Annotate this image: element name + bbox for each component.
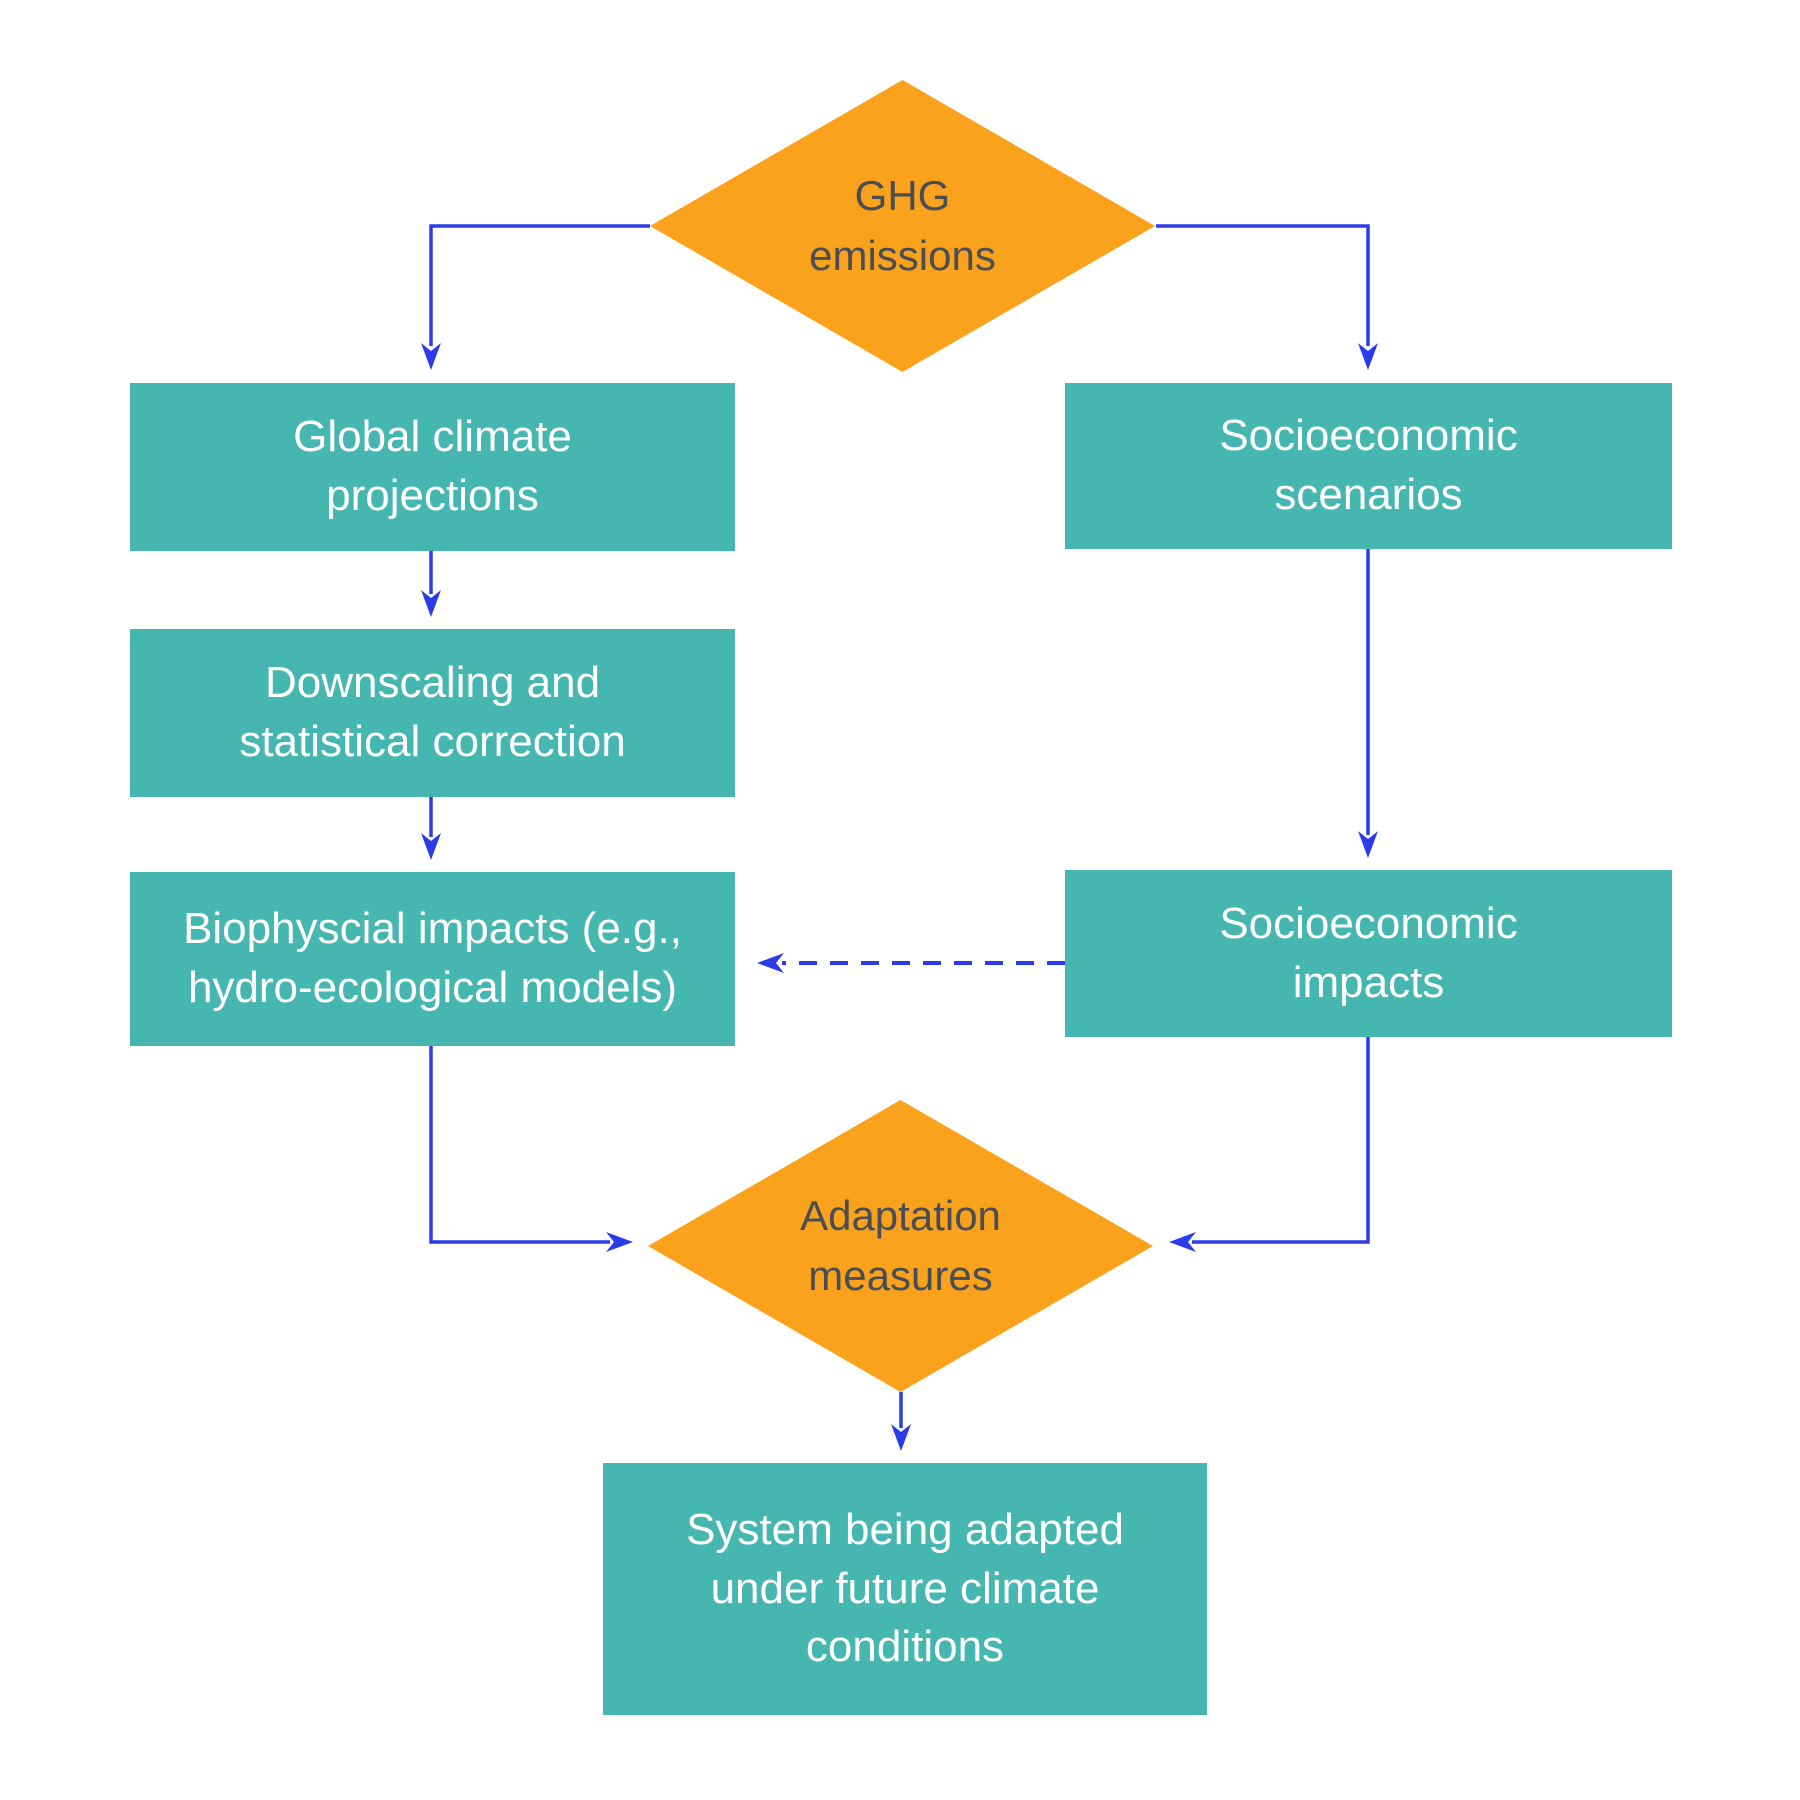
process-global-climate-projections-label: Global climate projections xyxy=(293,412,572,520)
connector-ghg-to-scenarios xyxy=(1156,224,1370,346)
arrowhead-scenarios-to-impacts xyxy=(1358,831,1378,858)
connector-ghg-to-global xyxy=(429,224,650,346)
arrowhead-ghg-to-global xyxy=(421,343,441,370)
arrowhead-biophysical-to-adaptation xyxy=(606,1232,633,1252)
process-global-climate-projections: Global climate projections xyxy=(130,383,735,551)
decision-adaptation-measures-label: Adaptation measures xyxy=(800,1192,1001,1299)
arrowhead-adaptation-to-system xyxy=(891,1424,911,1451)
process-biophysical-impacts: Biophyscial impacts (e.g., hydro-ecologi… xyxy=(130,872,735,1046)
process-downscaling-statistical-correction: Downscaling and statistical correction xyxy=(130,629,735,797)
process-socioeconomic-impacts-label: Socioeconomic impacts xyxy=(1219,898,1518,1007)
process-socioeconomic-scenarios-label: Socioeconomic scenarios xyxy=(1219,411,1518,519)
process-socioeconomic-scenarios: Socioeconomic scenarios xyxy=(1065,383,1672,549)
process-system-being-adapted-label: System being adapted under future climat… xyxy=(686,1504,1124,1672)
arrowhead-downscaling-to-biophysical xyxy=(421,833,441,860)
decision-ghg-emissions-label: GHG emissions xyxy=(809,172,996,279)
process-biophysical-impacts-label: Biophyscial impacts (e.g., hydro-ecologi… xyxy=(183,904,682,1012)
process-socioeconomic-impacts: Socioeconomic impacts xyxy=(1065,870,1672,1037)
process-system-being-adapted: System being adapted under future climat… xyxy=(603,1463,1207,1715)
arrowhead-ghg-to-scenarios xyxy=(1358,343,1378,370)
process-downscaling-statistical-correction-label: Downscaling and statistical correction xyxy=(239,658,626,766)
connector-impacts-to-adaptation xyxy=(1192,1037,1370,1244)
connector-biophysical-to-adaptation xyxy=(429,1046,610,1244)
arrowhead-global-to-downscaling xyxy=(421,590,441,617)
arrowhead-impacts-to-biophysical-dashed xyxy=(757,953,784,973)
arrowhead-impacts-to-adaptation xyxy=(1169,1232,1196,1252)
